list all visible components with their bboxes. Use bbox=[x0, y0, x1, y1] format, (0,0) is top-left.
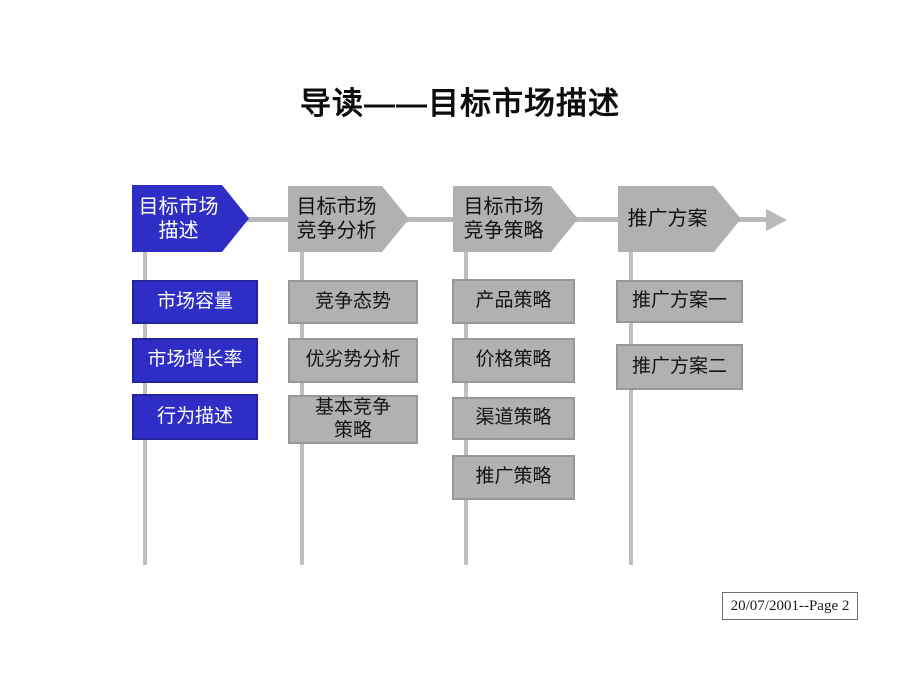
node-price-strategy: 价格策略 bbox=[452, 338, 575, 383]
node-promotion-plan-1: 推广方案一 bbox=[616, 280, 743, 323]
node-behavior-description: 行为描述 bbox=[132, 394, 258, 440]
header-connector-1-2 bbox=[246, 217, 290, 222]
flow-tail-line bbox=[737, 217, 768, 222]
node-market-growth-rate: 市场增长率 bbox=[132, 338, 258, 383]
header-promotion-plan: 推广方案 bbox=[618, 186, 741, 252]
node-promotion-plan-2: 推广方案二 bbox=[616, 344, 743, 390]
header-connector-3-4 bbox=[575, 217, 620, 222]
node-promotion-strategy: 推广策略 bbox=[452, 455, 575, 500]
header-target-market-description: 目标市场 描述 bbox=[132, 185, 249, 252]
footer-page-label: 20/07/2001--Page 2 bbox=[730, 597, 850, 614]
flow-arrowhead-icon bbox=[766, 209, 787, 231]
header-target-market-competition-strategy: 目标市场 竞争策略 bbox=[453, 186, 578, 252]
node-basic-competition-strategy: 基本竞争 策略 bbox=[288, 395, 418, 444]
header-target-market-competition-analysis: 目标市场 竞争分析 bbox=[288, 186, 409, 252]
header-connector-2-3 bbox=[406, 217, 455, 222]
slide-title: 导读——目标市场描述 bbox=[300, 86, 620, 121]
node-strengths-weaknesses-analysis: 优劣势分析 bbox=[288, 338, 418, 383]
node-product-strategy: 产品策略 bbox=[452, 279, 575, 324]
footer-page-box: 20/07/2001--Page 2 bbox=[722, 592, 858, 620]
node-channel-strategy: 渠道策略 bbox=[452, 397, 575, 440]
node-competitive-situation: 竞争态势 bbox=[288, 280, 418, 324]
node-market-capacity: 市场容量 bbox=[132, 280, 258, 324]
column4-connector-line bbox=[629, 250, 633, 565]
